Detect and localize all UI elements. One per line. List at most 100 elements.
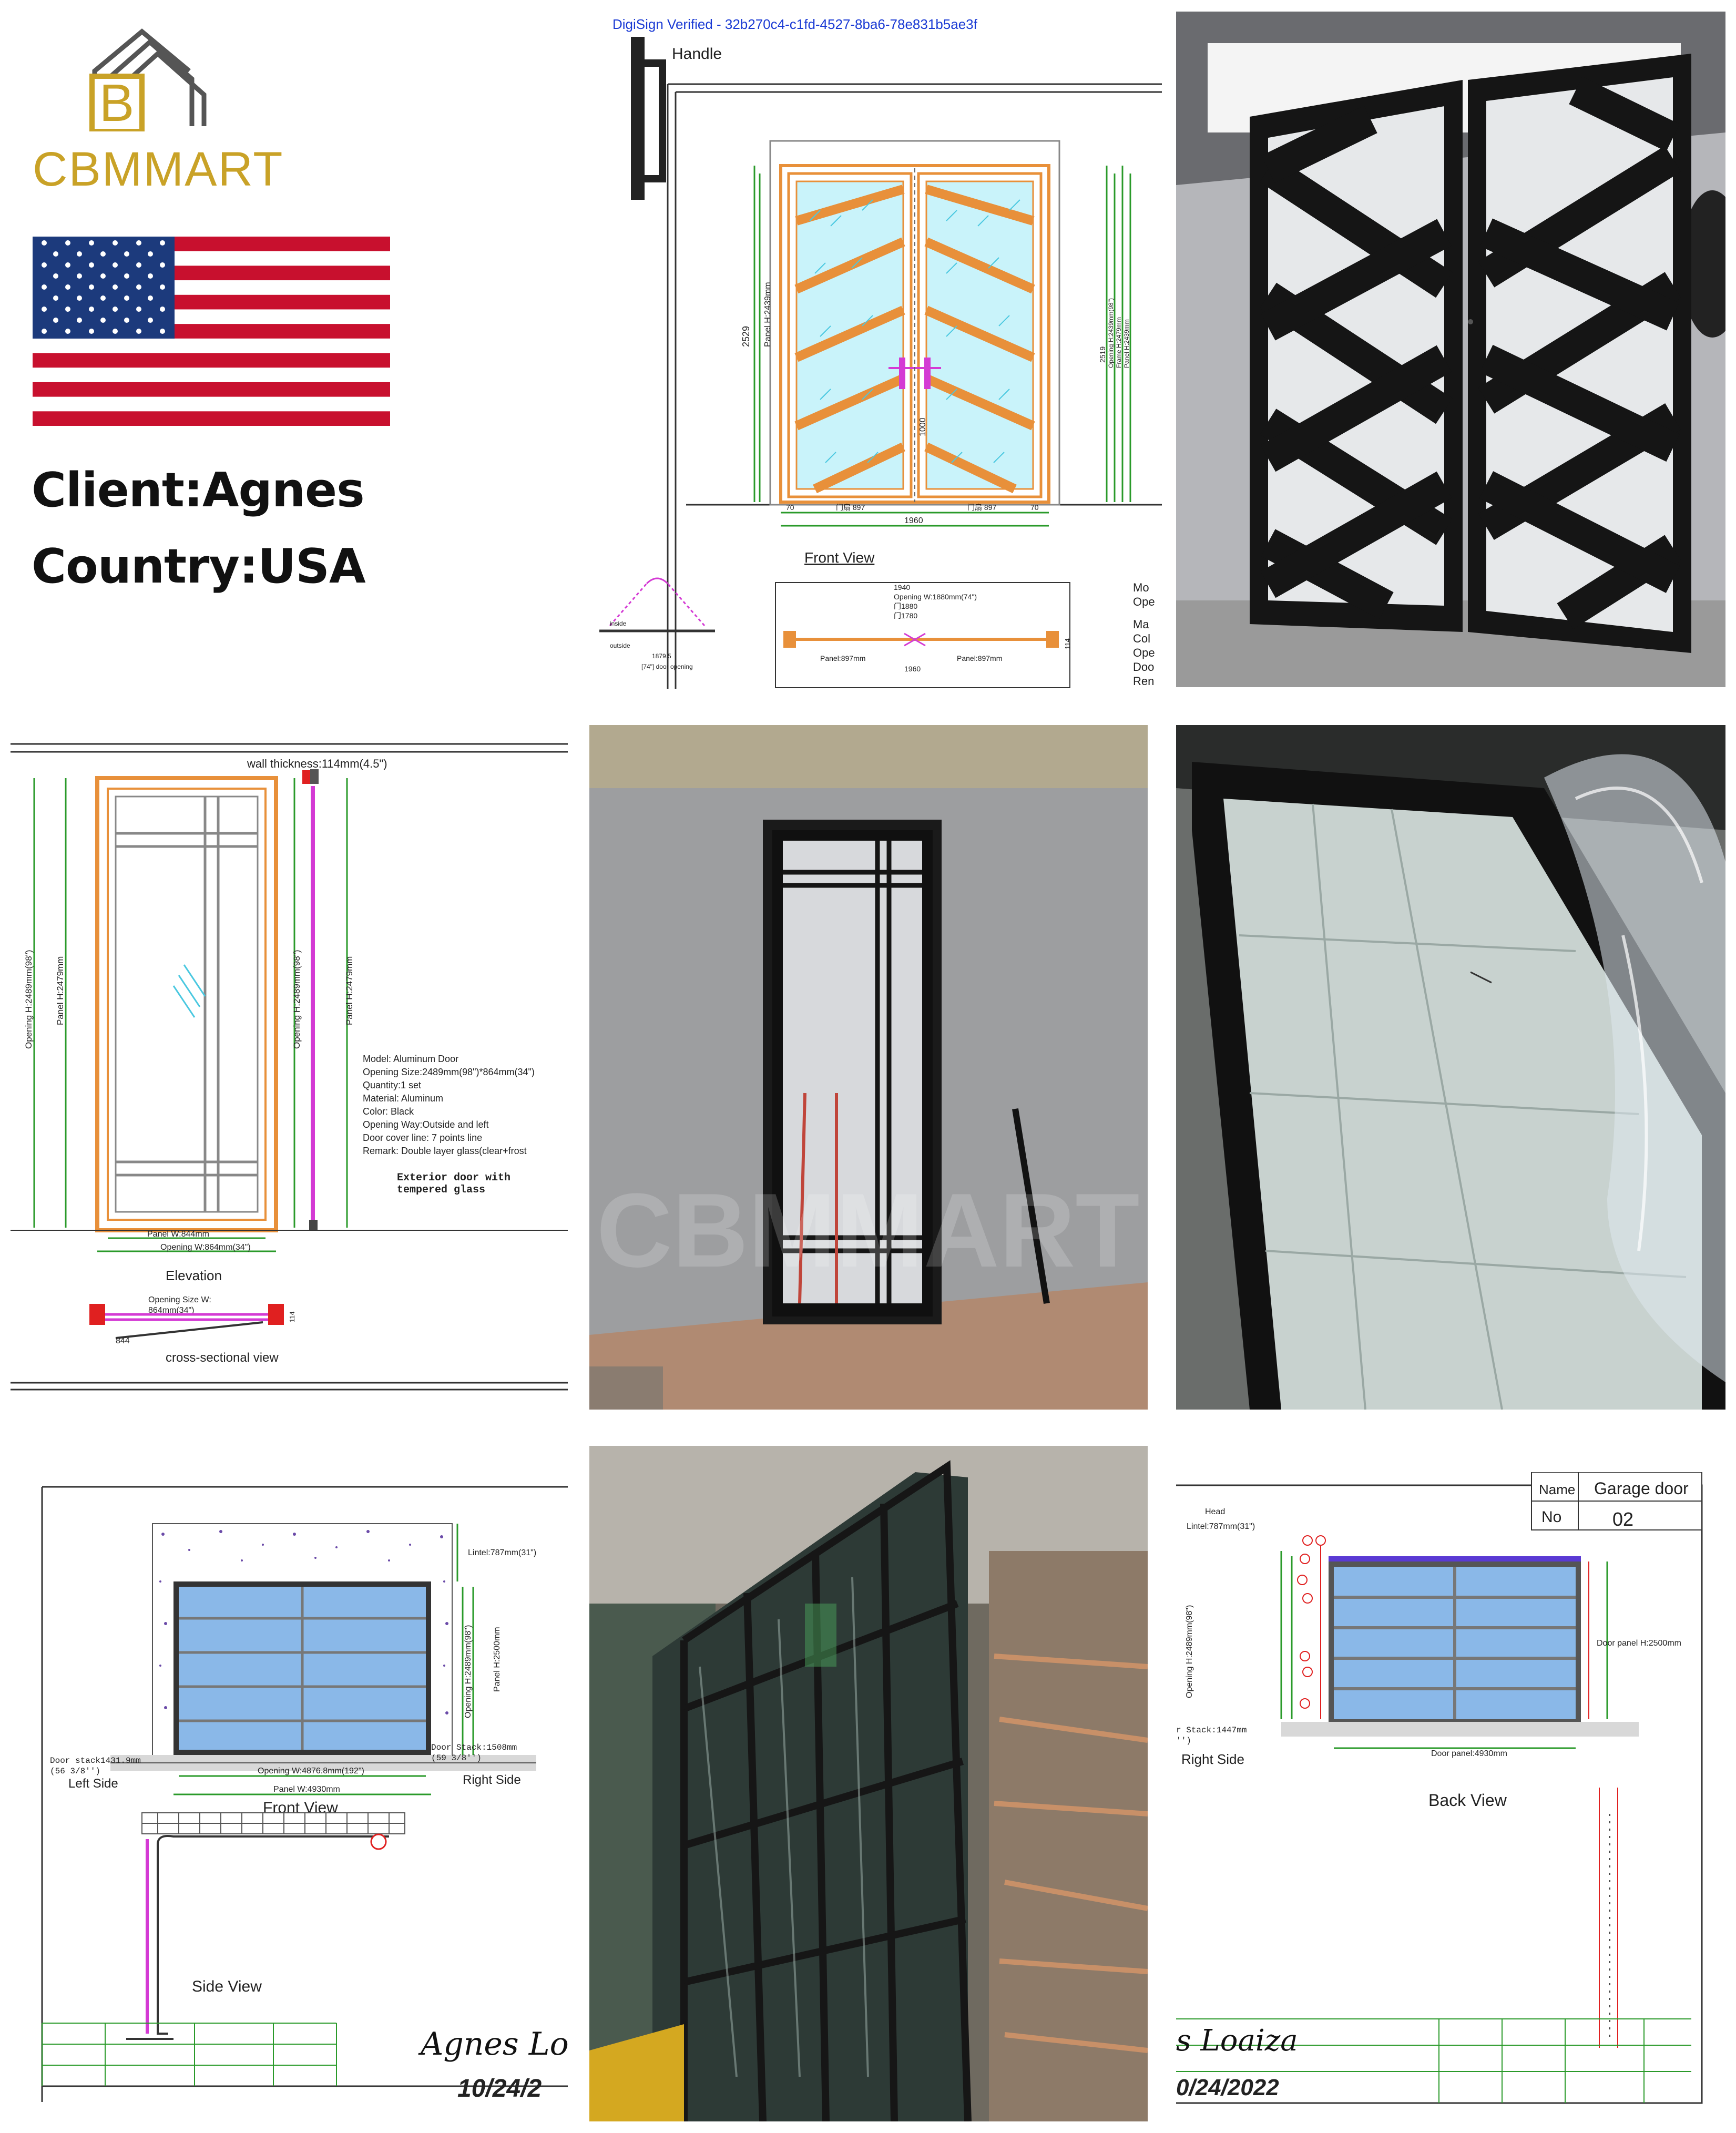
plan-inner2: 门1780: [894, 611, 917, 620]
client-name: Client:Agnes: [32, 463, 365, 518]
svg-text:Quantity:1 set: Quantity:1 set: [363, 1080, 421, 1090]
photo-watermark: CBMMART: [596, 1172, 1139, 1289]
no-value: 02: [1612, 1508, 1633, 1530]
dim-panel-h: Panel H:2479mm: [55, 956, 65, 1025]
svg-text:Color: Black: Color: Black: [363, 1106, 414, 1117]
svg-text:Ren: Ren: [1133, 675, 1154, 688]
lintel-label: Lintel:787mm(31"): [468, 1548, 536, 1557]
side-view-label: Side View: [192, 1978, 262, 1995]
swing-opening: [74"] door opening: [641, 663, 693, 670]
no-label: No: [1541, 1508, 1561, 1526]
side-notes: Mo Ope Ma Col Ope Doo Ren: [1133, 581, 1155, 688]
back-view-label: Back View: [1428, 1791, 1507, 1810]
dim-panel-height: Panel H:2439mm: [763, 282, 772, 347]
plan-top: 1940: [894, 583, 910, 591]
right-dim-4: Panel H:2439mm: [1123, 319, 1130, 368]
handle-mark-left: [899, 358, 905, 389]
garage-back-drawing: Name Garage door No 02 Head Lintel:787mm…: [1176, 1472, 1728, 2121]
section-dim: 844: [116, 1336, 130, 1345]
dim-panel-right: 门扇 897: [967, 503, 996, 512]
back-sign-date: 0/24/2022: [1176, 2075, 1279, 2100]
elevation-label: Elevation: [166, 1268, 222, 1283]
opening-size-w: Opening Size W:: [148, 1295, 211, 1304]
garage-panel-w: Panel W:4930mm: [273, 1785, 340, 1794]
right-dim-2: Opening H:2439mm(98"): [1107, 298, 1115, 368]
door-panel-h: Door panel H:2500mm: [1597, 1639, 1681, 1648]
client-country: Country:USA: [32, 539, 366, 594]
svg-text:Door cover line: 7 points line: Door cover line: 7 points line: [363, 1132, 482, 1143]
right-stack: Door Stack:1508mm: [431, 1743, 517, 1752]
garage-opening-h: Opening H:2489mm(98"): [464, 1625, 473, 1718]
opening-w: Opening W:864mm(34"): [160, 1243, 251, 1252]
back-lintel: Lintel:787mm(31"): [1187, 1522, 1255, 1531]
left-stack-in: (56 3/8''): [50, 1767, 100, 1776]
svg-text:Material: Aluminum: Material: Aluminum: [363, 1093, 443, 1104]
svg-text:Doo: Doo: [1133, 660, 1154, 673]
house-outline-icon: B: [89, 28, 207, 131]
opening-size-val: 864mm(34"): [148, 1306, 194, 1315]
swing-width: 1879.5: [652, 652, 671, 660]
logo-letter: B: [99, 74, 135, 131]
left-stack: Door stack1431.9mm: [50, 1756, 141, 1765]
double-door-drawing: DigiSign Verified - 32b270c4-c1fd-4527-8…: [589, 0, 1162, 694]
name-value: Garage door: [1594, 1479, 1689, 1498]
section-side: 114: [288, 1311, 296, 1322]
right-side-label: Right Side: [463, 1773, 521, 1787]
plan-inner: 门1880: [894, 602, 917, 610]
dim-center: 1000: [918, 417, 927, 436]
frosted-glass-panel-photo: [1176, 725, 1725, 1410]
usa-flag-icon: [33, 237, 390, 426]
dim-panel-left: 门扇 897: [836, 503, 865, 512]
panel-w: Panel W:844mm: [147, 1230, 209, 1239]
single-door-drawing: wall thickness:114mm(4.5") Opening H:248…: [11, 739, 568, 1391]
back-stack: r Stack:1447mm: [1176, 1726, 1247, 1735]
dim-height: 2529: [741, 326, 751, 347]
right-dim-1: 2519: [1098, 346, 1107, 363]
name-label: Name: [1539, 1482, 1575, 1497]
digisign-text: DigiSign Verified - 32b270c4-c1fd-4527-8…: [612, 16, 978, 32]
exterior-note-2: tempered glass: [397, 1184, 485, 1196]
black-double-door-photo: [1176, 12, 1725, 687]
dim-width: 1960: [904, 516, 923, 525]
handle-image: [631, 37, 645, 200]
garage-panel-h: Panel H:2500mm: [493, 1627, 502, 1692]
door-panel-w: Door panel:4930mm: [1431, 1749, 1507, 1758]
handle-label: Handle: [672, 45, 722, 63]
dim-panel-h2: Panel H:2479mm: [344, 956, 354, 1025]
back-stack-in: ''): [1176, 1736, 1191, 1746]
exterior-note-1: Exterior door with: [397, 1172, 510, 1184]
svg-text:Ope: Ope: [1133, 595, 1155, 608]
svg-text:Opening Way:Outside and left: Opening Way:Outside and left: [363, 1119, 488, 1130]
garage-front-drawing: Lintel:787mm(31") Opening H:2489mm(98") …: [0, 1445, 568, 2123]
plan-side: 114: [1064, 638, 1071, 649]
right-stack-in: (59 3/8''): [431, 1753, 482, 1763]
dim-opening-left: 70: [786, 503, 794, 512]
plan-panel-right: Panel:897mm: [957, 654, 1002, 662]
svg-text:Remark: Double layer glass(cle: Remark: Double layer glass(clear+frost: [363, 1146, 527, 1156]
dim-opening-right: 70: [1030, 503, 1039, 512]
back-opening-h: Opening H:2489mm(98"): [1185, 1605, 1194, 1698]
brand-logo-text: CBMMART: [33, 142, 284, 196]
dim-opening-h2: Opening H:2489mm(98"): [292, 950, 302, 1049]
cross-section-label: cross-sectional view: [166, 1351, 279, 1365]
svg-text:Ma: Ma: [1133, 618, 1149, 631]
spec-list: Model: Aluminum Door Opening Size:2489mm…: [363, 1054, 535, 1156]
svg-text:Model: Aluminum Door: Model: Aluminum Door: [363, 1054, 458, 1064]
garage-opening-w: Opening W:4876.8mm(192"): [258, 1767, 364, 1775]
signature: Agnes Loa: [418, 2026, 568, 2063]
plan-opening: Opening W:1880mm(74"): [894, 593, 977, 601]
back-right-side: Right Side: [1181, 1751, 1244, 1767]
svg-text:Ope: Ope: [1133, 646, 1155, 659]
head-label: Head: [1205, 1507, 1225, 1516]
svg-text:Opening Size:2489mm(98")*864mm: Opening Size:2489mm(98")*864mm(34"): [363, 1067, 535, 1077]
installed-single-door-photo: CBMMART: [589, 725, 1148, 1410]
brand-client-tile: B CBMMART Client:Agnes Country:USA: [0, 0, 578, 694]
svg-text:Mo: Mo: [1133, 581, 1149, 594]
swing-outside: outside: [610, 642, 630, 649]
back-signature: s Loaiza: [1176, 2024, 1298, 2058]
swing-inside: inside: [610, 620, 627, 627]
left-side-label: Left Side: [68, 1777, 118, 1791]
svg-text:Col: Col: [1133, 632, 1150, 645]
wall-thickness: wall thickness:114mm(4.5"): [247, 757, 387, 770]
plan-panel-left: Panel:897mm: [820, 654, 865, 662]
